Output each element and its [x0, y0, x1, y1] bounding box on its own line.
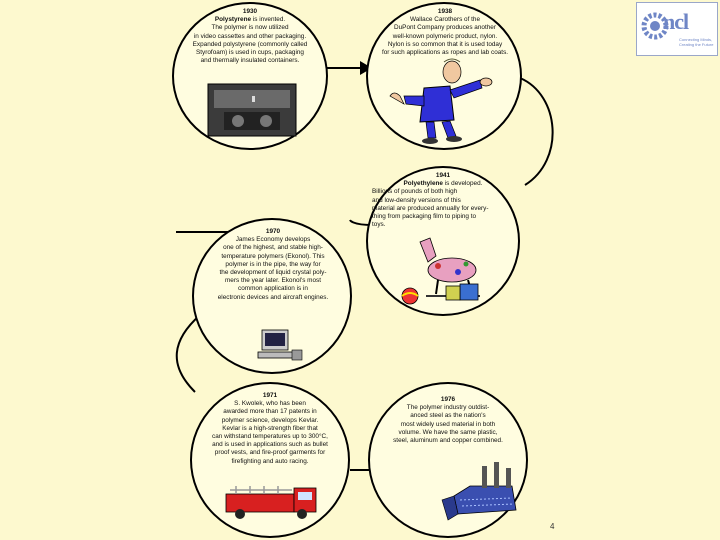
event-line: and low-density versions of this: [372, 196, 461, 204]
page-number: 4: [550, 522, 555, 531]
event-line: polymer is in the pipe, the way for: [225, 260, 321, 268]
event-line: awarded more than 17 patents in: [223, 408, 317, 416]
event-line: The polymer industry outdist-: [406, 404, 490, 412]
event-line: Kevlar is a high-strength fiber that: [222, 424, 318, 432]
fire-truck-icon: [225, 486, 317, 519]
event-text-1971: 1971 S. Kwolek, who has been awarded mor…: [192, 392, 348, 466]
event-line: electronic devices and aircraft engines.: [217, 293, 329, 301]
scientist-figure-icon: [389, 58, 493, 144]
event-line: S. Kwolek, who has been: [234, 400, 306, 408]
event-line: for such applications as ropes and lab c…: [381, 49, 509, 57]
event-line: the development of liquid crystal poly-: [219, 269, 327, 277]
event-line: and is used in applications such as bull…: [212, 441, 328, 449]
connector-1938-1941: [519, 77, 554, 186]
event-line: James Economy develops: [235, 236, 311, 244]
event-text-1970: 1970 James Economy develops one of the h…: [196, 228, 350, 302]
event-line: well-known polymeric product, nylon.: [392, 32, 498, 40]
event-line: is developed.: [444, 180, 483, 188]
event-line: firefighting and auto racing.: [231, 457, 309, 465]
computer-icon: [257, 329, 303, 361]
event-year-1938: 1938: [437, 8, 453, 15]
event-line: common application is in: [238, 285, 308, 293]
event-year-1976: 1976: [440, 396, 456, 403]
event-line: Expanded polystyrene (commonly called: [192, 40, 308, 48]
event-line: can withstand temperatures up to 300°C,: [212, 433, 328, 441]
event-line: one of the highest, and stable high-: [223, 244, 323, 252]
gear-icon: [641, 12, 669, 40]
event-line: in video cassettes and other packaging.: [193, 32, 307, 40]
event-line: anced steel as the nation's: [410, 412, 486, 420]
factory-icon: [441, 462, 517, 521]
event-line: volume. We have the same plastic,: [398, 428, 498, 436]
event-line: polymer science, develops Kevlar.: [221, 416, 319, 424]
event-line: temperature polymers (Ekonol). This: [221, 252, 325, 260]
event-line: material are produced annually for every…: [372, 204, 489, 212]
logo-text: ncl: [663, 9, 689, 34]
event-line: is invented.: [252, 16, 286, 24]
event-line: proof vests, and fire-proof garments for: [214, 449, 326, 457]
event-line: steel, aluminum and copper combined.: [393, 437, 503, 445]
event-line: Styrofoam) is used in cups, packaging: [196, 49, 304, 57]
event-bubble-1941: [366, 166, 520, 316]
event-line: mers the year later. Ekonol's most: [224, 277, 322, 285]
event-line: Nylon is so common that it is used today: [387, 40, 503, 48]
event-year-1930: 1930: [242, 8, 258, 15]
event-lead-1941: Polyethylene: [403, 180, 443, 188]
event-line: toys.: [372, 221, 386, 229]
event-year-1941: 1941: [435, 172, 451, 179]
event-text-1976: 1976 The polymer industry outdist- anced…: [372, 396, 524, 445]
event-line: and thermally insulated containers.: [200, 57, 300, 65]
toys-icon: [401, 237, 480, 305]
event-line: Wallace Carothers of the: [409, 16, 481, 24]
event-year-1970: 1970: [265, 228, 281, 235]
event-line: thing from packaging film to piping to: [372, 213, 477, 221]
event-line: DuPont Company produces another: [394, 24, 496, 32]
ncl-logo: ncl Connecting Minds, Creating the Futur…: [636, 2, 718, 56]
event-line: Billions of pounds of both high: [372, 188, 458, 196]
logo-tagline: Connecting Minds, Creating the Future: [679, 37, 714, 47]
event-line: most widely used material in both: [400, 420, 496, 428]
event-year-1971: 1971: [262, 392, 278, 399]
video-cassette-icon: [207, 83, 297, 137]
event-text-1938: 1938 Wallace Carothers of the DuPont Com…: [368, 8, 522, 57]
event-text-1930: 1930 Polystyrene is invented. The polyme…: [176, 8, 324, 65]
event-text-1941: 1941 Polyethylene is developed. Billions…: [372, 172, 514, 229]
connector-1970-1971: [175, 314, 201, 393]
event-lead-1930: Polystyrene: [214, 16, 252, 24]
event-line: The polymer is now utilized: [211, 24, 289, 32]
